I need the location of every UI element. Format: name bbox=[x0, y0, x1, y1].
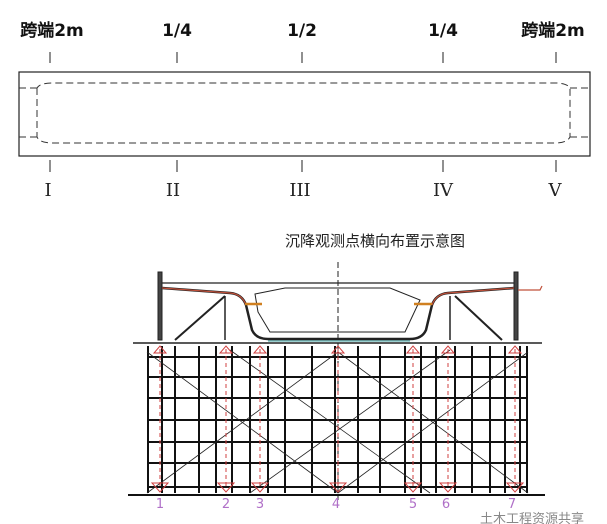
top-marker-triangle bbox=[507, 345, 523, 354]
measurement-points bbox=[150, 345, 525, 493]
watermark: 土木工程资源共享 bbox=[480, 511, 584, 524]
section-label-5: V bbox=[548, 180, 563, 201]
plan-view: 跨端2m 1/4 1/2 1/4 跨端2m I II III IV V 沉降观测… bbox=[18, 20, 591, 250]
top-label-5: 跨端2m bbox=[521, 20, 585, 41]
point-label-6: 6 bbox=[442, 497, 450, 512]
point-label-2: 2 bbox=[222, 497, 230, 512]
scaffold-brace bbox=[337, 351, 529, 494]
bottom-marker-triangle bbox=[505, 482, 525, 493]
top-marker-triangle bbox=[330, 345, 346, 354]
point-label-4: 4 bbox=[332, 497, 340, 512]
cross-section: 1 2 3 4 5 6 7 土木工程资源共享 bbox=[128, 262, 584, 524]
top-marker-triangle bbox=[405, 345, 421, 354]
scaffold-brace bbox=[249, 349, 451, 494]
point-label-3: 3 bbox=[256, 497, 264, 512]
scaffolding bbox=[128, 346, 545, 496]
bottom-marker-triangle bbox=[328, 482, 348, 493]
bottom-marker-triangle bbox=[403, 482, 423, 493]
point-label-7: 7 bbox=[508, 497, 516, 512]
section-label-2: II bbox=[166, 180, 180, 201]
top-label-1: 跨端2m bbox=[20, 20, 84, 41]
bottom-marker-triangle bbox=[250, 482, 270, 493]
scaffold-brace bbox=[229, 349, 431, 494]
bottom-marker-triangle bbox=[438, 482, 458, 493]
caption: 沉降观测点横向布置示意图 bbox=[285, 232, 465, 250]
superstructure bbox=[133, 271, 543, 344]
scaffold-brace bbox=[146, 351, 339, 494]
bottom-marker-triangle bbox=[216, 482, 236, 493]
top-label-3: 1/2 bbox=[287, 21, 317, 41]
top-label-4: 1/4 bbox=[428, 21, 458, 41]
point-label-1: 1 bbox=[156, 497, 164, 512]
top-label-2: 1/4 bbox=[162, 21, 192, 41]
girder-outline bbox=[18, 71, 591, 157]
point-label-5: 5 bbox=[409, 497, 417, 512]
top-marker-triangle bbox=[218, 345, 234, 354]
section-label-3: III bbox=[289, 180, 310, 201]
bottom-marker-triangle bbox=[150, 482, 170, 493]
top-marker-triangle bbox=[252, 345, 268, 354]
inner-cell-outline bbox=[19, 82, 590, 144]
section-label-4: IV bbox=[433, 180, 454, 201]
top-marker-triangle bbox=[440, 345, 456, 354]
top-marker-triangle bbox=[152, 345, 168, 354]
section-label-1: I bbox=[44, 180, 51, 201]
